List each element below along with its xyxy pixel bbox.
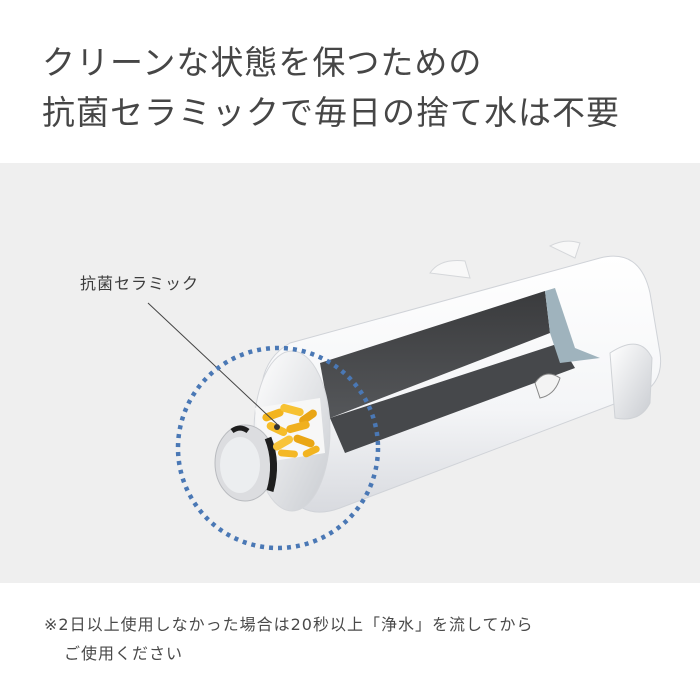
headline-line-2: 抗菌セラミックで毎日の捨て水は不要 (42, 93, 620, 132)
cartridge-body (214, 240, 662, 513)
footnote-line-1: ※2日以上使用しなかった場合は20秒以上「浄水」を流してから (44, 615, 534, 634)
headline: クリーンな状態を保つための 抗菌セラミックで毎日の捨て水は不要 (42, 38, 682, 138)
footnote: ※2日以上使用しなかった場合は20秒以上「浄水」を流してから ご使用ください (44, 610, 533, 668)
footnote-line-2: ご使用ください (64, 644, 184, 663)
highlight-dotted-circle (175, 345, 381, 551)
callout-leader-line (147, 302, 279, 426)
ceramic-pellets (262, 403, 320, 458)
filter-cartridge-cutaway-illustration (147, 240, 662, 551)
headline-line-1: クリーンな状態を保つための (42, 43, 483, 82)
ceramic-callout-label: 抗菌セラミック (80, 274, 200, 293)
